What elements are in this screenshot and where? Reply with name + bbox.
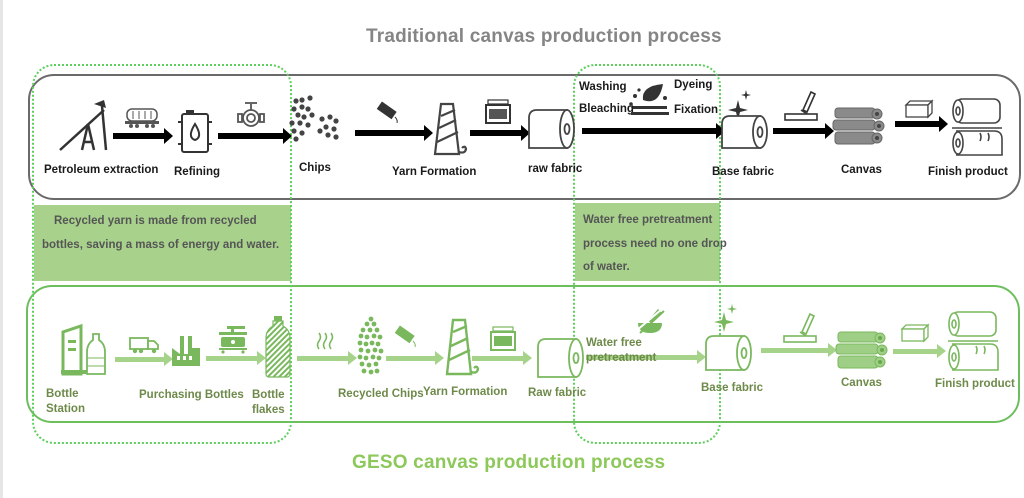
flow-arrow [895, 116, 948, 132]
finished-rolls-icon [948, 311, 999, 371]
step-label: Yarn Formation [392, 166, 477, 178]
loom-machine-icon [485, 99, 511, 124]
truck-icon [129, 337, 159, 354]
note-line: process need no one drop [583, 238, 727, 250]
coating-tool-icon [784, 90, 818, 121]
flow-arrow [893, 344, 946, 358]
step-label: Chips [299, 162, 331, 174]
loom-machine-icon [490, 326, 516, 351]
shredder-machine-icon [219, 326, 247, 354]
step-label: Raw fabric [528, 387, 587, 399]
step-label: Purchasing Bottles [139, 389, 244, 401]
fabric-roll-sparkle-icon [721, 90, 768, 149]
geso-process-panel [26, 285, 1020, 423]
process-water-free-label: Water free [586, 337, 642, 349]
tanker-wagon-icon [125, 108, 159, 128]
fabric-roll-icon [528, 109, 575, 149]
step-label: Base fabric [712, 166, 775, 178]
fabric-roll-icon [537, 338, 584, 378]
finished-rolls-icon [952, 98, 1003, 156]
box-icon [904, 99, 934, 119]
process-fixation-label: Fixation [674, 104, 719, 116]
box-icon [900, 323, 930, 343]
extruder-icon [394, 325, 416, 348]
canvas-rolls-icon [835, 331, 888, 369]
oil-barrel-icon [178, 110, 212, 153]
bottle-station-icon [61, 323, 106, 376]
step-label: Refining [174, 166, 220, 178]
flow-arrow [297, 351, 357, 365]
step-label: Yarn Formation [423, 386, 508, 398]
canvas-rolls-icon [832, 107, 885, 145]
traditional-process-panel [28, 74, 1021, 200]
flow-arrow [773, 123, 834, 139]
step-label-line: Bottle [46, 388, 79, 400]
recycled-stage-highlight [32, 64, 292, 444]
coating-tool-icon [783, 312, 817, 343]
no-water-icon [635, 308, 665, 334]
pretreatment-stage-highlight [573, 64, 721, 444]
water-treatment-icon [629, 84, 669, 115]
chips-icon [289, 95, 339, 142]
flow-arrow [586, 350, 706, 364]
step-label-line: Station [46, 403, 85, 415]
step-label-line: flakes [252, 404, 285, 416]
step-label: Canvas [841, 377, 882, 389]
step-label: Base fabric [701, 382, 764, 394]
flow-arrow [355, 125, 433, 141]
flow-arrow [115, 352, 173, 366]
flow-arrow [206, 351, 266, 365]
geso-process-title: GESO canvas production process [352, 452, 666, 473]
step-label: Finish product [928, 166, 1008, 178]
yarn-cone-icon [445, 318, 480, 376]
pipe-valve-icon [237, 102, 265, 127]
heat-icon [316, 332, 334, 350]
step-label-line: Bottle [252, 389, 285, 401]
flow-arrow [582, 123, 725, 139]
factory-icon [172, 336, 200, 366]
flow-arrow [113, 128, 173, 144]
extruder-icon [376, 101, 398, 124]
flow-arrow [472, 351, 532, 365]
step-label: Recycled Chips [338, 388, 424, 400]
note-line: Water free pretreatment [583, 214, 713, 226]
step-label: raw fabric [528, 163, 583, 175]
fabric-roll-sparkle-icon [705, 304, 752, 371]
process-washing-label: Washing [579, 81, 627, 93]
recycled-chips-icon [357, 316, 384, 375]
flow-arrow [470, 125, 530, 141]
flow-arrow [761, 343, 837, 357]
step-label: Finish product [935, 378, 1015, 390]
flow-arrow [218, 128, 292, 144]
note-line: bottles, saving a mass of energy and wat… [42, 239, 280, 251]
step-label: Canvas [841, 164, 882, 176]
process-dyeing-label: Dyeing [674, 79, 713, 91]
note-line: of water. [583, 261, 630, 273]
flow-arrow [386, 351, 444, 365]
note-line: Recycled yarn is made from recycled [54, 215, 257, 227]
water-free-note: Water free pretreatment process need no … [575, 203, 727, 281]
process-bleaching-label: Bleaching [579, 103, 634, 115]
oil-pump-icon [59, 100, 108, 151]
step-label: Petroleum extraction [44, 164, 159, 176]
page-left-border [0, 0, 3, 498]
recycled-yarn-note: Recycled yarn is made from recycled bott… [34, 205, 291, 281]
yarn-cone-icon [433, 102, 468, 156]
bottle-flakes-icon [265, 316, 291, 378]
traditional-process-title: Traditional canvas production process [366, 26, 722, 47]
process-pretreatment-label: pretreatment [586, 352, 657, 364]
